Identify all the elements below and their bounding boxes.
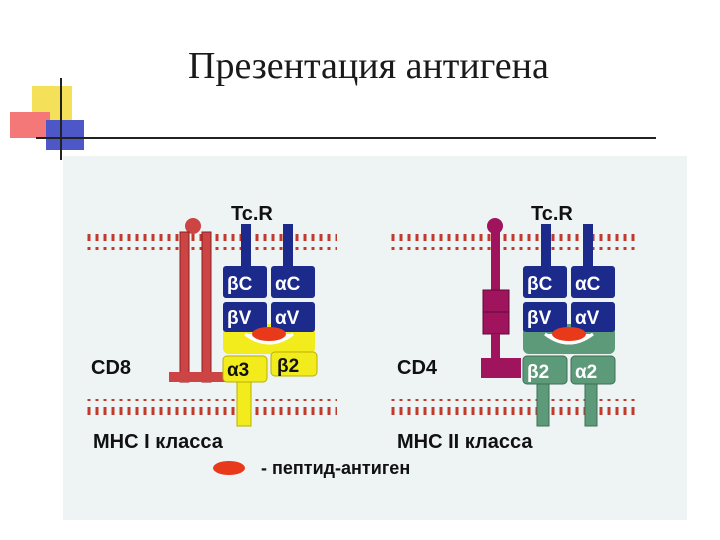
deco-red-square [10,112,50,138]
alpha-v-label-left: αV [275,308,300,329]
tcr-alpha-stalk-left [283,224,293,268]
tcr-alpha-v-left [271,302,315,332]
mhc2-alpha-stalk [584,383,598,427]
legend-text: - пептид-антиген [261,458,410,478]
cd4-stalk-lower [491,334,500,360]
tcr-alpha-v-right [571,302,615,332]
tcr-beta-stalk-right [541,224,551,268]
alpha2-label-right: α2 [575,362,597,383]
membrane-upper-left [87,234,337,250]
antigen-presentation-diagram: Tc.R CD8 βC αC βV αV α3 β2 МНС I класса … [87,203,639,478]
diagram-panel: Tc.R CD8 βC αC βV αV α3 β2 МНС I класса … [63,156,687,520]
tcr-label-left: Tc.R [231,203,273,225]
beta-c-label-left: βC [227,274,253,295]
cd8-chain-1 [179,231,190,383]
tcr-label-right: Tc.R [531,203,573,225]
cd4-head [487,218,503,234]
beta-c-label-right: βC [527,274,553,295]
mhc1-label: МНС I класса [93,431,224,453]
cd4-base [481,358,521,378]
legend-peptide-swatch [213,461,245,475]
deco-vertical-line [60,78,62,160]
tcr-beta-stalk-left [241,224,251,268]
mhc2-beta-stalk [536,383,550,427]
peptide-right [552,327,586,341]
tcr-alpha-c-left [271,266,315,298]
tcr-beta-c-left [223,266,267,298]
mhc2-label: МНС II класса [397,431,533,453]
cd8-head [185,218,201,234]
membrane-lower-right [389,399,639,415]
mhc1-beta2m-domain [270,351,318,377]
alpha-c-label-right: αC [575,274,601,295]
membrane-upper-right [389,234,639,250]
cd4-domain-1 [482,289,510,313]
tcr-beta-c-right [523,266,567,298]
alpha-v-label-right: αV [575,308,600,329]
cd4-label: CD4 [397,357,438,379]
tcr-beta-v-left [223,302,267,332]
cd8-base [169,372,225,382]
deco-horizontal-line [36,137,656,139]
alpha3-label: α3 [227,360,249,381]
cd8-chain-2 [201,231,212,383]
beta2-label-left: β2 [277,356,299,377]
tcr-alpha-c-right [571,266,615,298]
tcr-alpha-stalk-right [583,224,593,268]
membrane-lower-left [87,399,337,415]
cd4-domain-2 [482,311,510,335]
cd8-label: CD8 [91,357,131,379]
mhc1-stalk [236,381,252,427]
tcr-beta-v-right [523,302,567,332]
beta2-label-right: β2 [527,362,549,383]
slide-title: Презентация антигена [188,45,549,87]
alpha-c-label-left: αC [275,274,301,295]
peptide-left [252,327,286,341]
deco-blue-square [46,120,84,150]
beta-v-label-right: βV [527,308,552,329]
beta-v-label-left: βV [227,308,252,329]
cd4-stalk-upper [491,232,500,290]
